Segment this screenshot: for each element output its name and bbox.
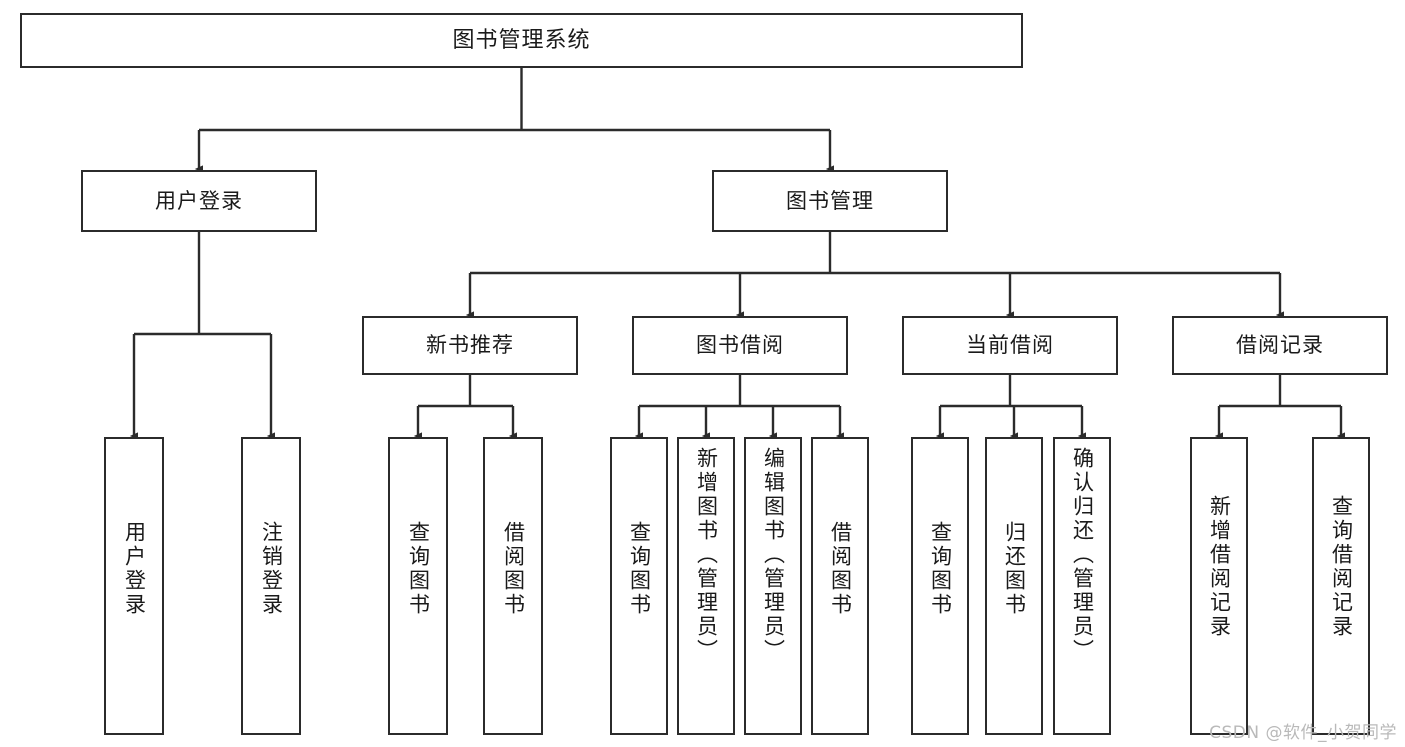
node-label: 借阅图书 xyxy=(828,521,853,617)
leaf-current-query-book[interactable]: 查询图书 xyxy=(911,437,969,735)
node-label: 查询图书 xyxy=(928,521,953,617)
leaf-user-login[interactable]: 用户登录 xyxy=(104,437,164,735)
leaf-record-query-borrow-record[interactable]: 查询借阅记录 xyxy=(1312,437,1370,735)
leaf-newbook-query-book[interactable]: 查询图书 xyxy=(388,437,448,735)
node-label: 编辑图书（管理员） xyxy=(761,447,786,663)
node-book-management[interactable]: 图书管理 xyxy=(712,170,948,232)
node-label: 图书管理系统 xyxy=(452,27,591,53)
watermark-text: CSDN @软件_小贺同学 xyxy=(1209,723,1397,743)
node-label: 查询图书 xyxy=(627,521,652,617)
node-label: 当前借阅 xyxy=(966,333,1054,358)
node-label: 借阅图书 xyxy=(501,521,526,617)
leaf-borrow-borrow-book[interactable]: 借阅图书 xyxy=(811,437,869,735)
node-label: 确认归还（管理员） xyxy=(1070,447,1095,663)
node-label: 新增图书（管理员） xyxy=(694,447,719,663)
node-user-login[interactable]: 用户登录 xyxy=(81,170,317,232)
node-label: 用户登录 xyxy=(122,521,147,617)
leaf-record-add-borrow-record[interactable]: 新增借阅记录 xyxy=(1190,437,1248,735)
node-label: 查询图书 xyxy=(406,521,431,617)
node-new-book-recommend[interactable]: 新书推荐 xyxy=(362,316,578,375)
leaf-current-return-book[interactable]: 归还图书 xyxy=(985,437,1043,735)
node-label: 图书管理 xyxy=(786,188,874,213)
leaf-current-confirm-return-admin[interactable]: 确认归还（管理员） xyxy=(1053,437,1111,735)
leaf-user-logout[interactable]: 注销登录 xyxy=(241,437,301,735)
leaf-borrow-query-book[interactable]: 查询图书 xyxy=(610,437,668,735)
node-borrow-record[interactable]: 借阅记录 xyxy=(1172,316,1388,375)
connector-lines xyxy=(129,68,1346,440)
leaf-borrow-add-book-admin[interactable]: 新增图书（管理员） xyxy=(677,437,735,735)
node-label: 查询借阅记录 xyxy=(1329,495,1354,639)
leaf-borrow-edit-book-admin[interactable]: 编辑图书（管理员） xyxy=(744,437,802,735)
node-label: 借阅记录 xyxy=(1236,333,1324,358)
node-label: 新书推荐 xyxy=(426,333,514,358)
node-label: 图书借阅 xyxy=(696,333,784,358)
node-label: 归还图书 xyxy=(1002,521,1027,617)
leaf-newbook-borrow-book[interactable]: 借阅图书 xyxy=(483,437,543,735)
node-current-borrow[interactable]: 当前借阅 xyxy=(902,316,1118,375)
node-label: 用户登录 xyxy=(155,188,243,213)
node-root-book-management-system[interactable]: 图书管理系统 xyxy=(20,13,1023,68)
node-label: 新增借阅记录 xyxy=(1207,495,1232,639)
node-book-borrow[interactable]: 图书借阅 xyxy=(632,316,848,375)
node-label: 注销登录 xyxy=(259,521,284,617)
